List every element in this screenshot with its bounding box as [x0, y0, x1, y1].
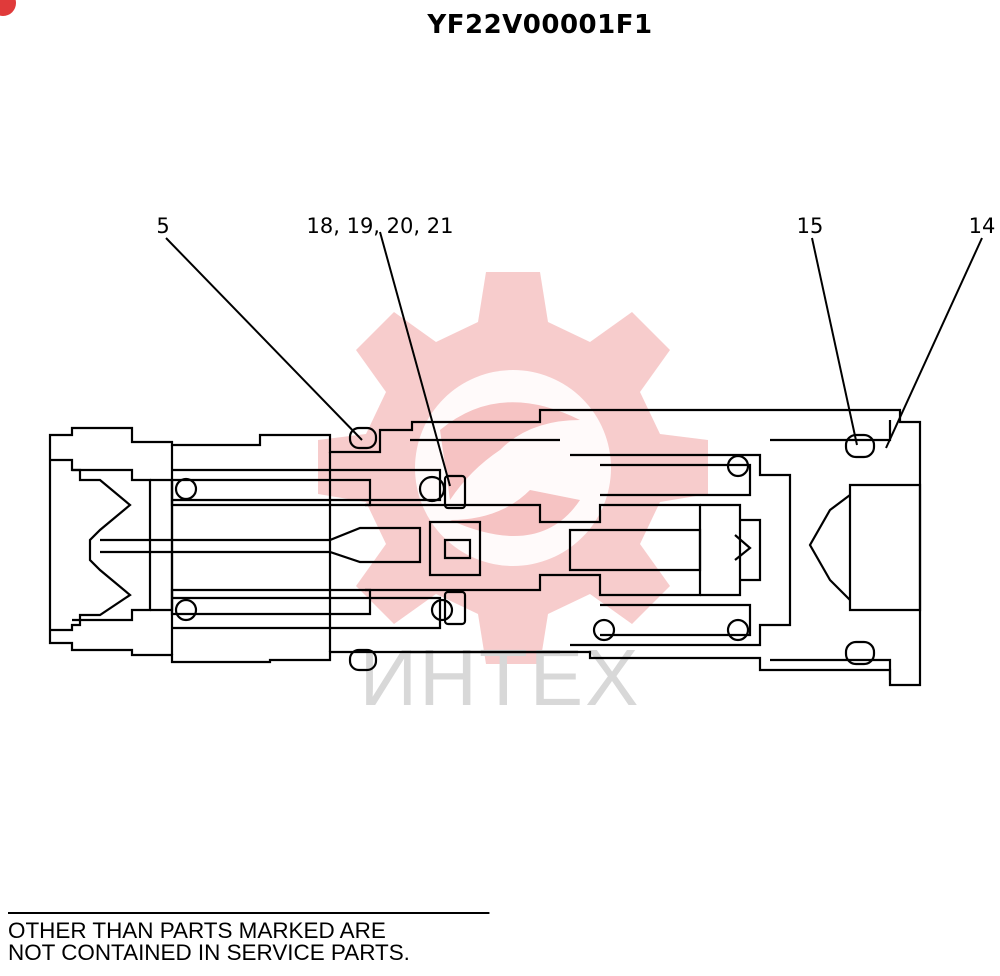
watermark-text: ИНТЕХ — [360, 633, 641, 722]
valve-outline — [48, 408, 922, 687]
corner-badge-icon — [0, 0, 16, 16]
callout-18-21: 18, 19, 20, 21 — [307, 214, 454, 238]
footer-line-2: NOT CONTAINED IN SERVICE PARTS. — [8, 940, 410, 965]
o-rings — [174, 426, 876, 672]
footer-line-1: OTHER THAN PARTS MARKED ARE — [8, 918, 386, 943]
callout-5: 5 — [156, 214, 169, 238]
leader-lines — [165, 231, 983, 487]
callout-15: 15 — [797, 214, 824, 238]
drawing-code: YF22V00001F1 — [427, 10, 653, 40]
callout-14: 14 — [969, 214, 996, 238]
footer-note: OTHER THAN PARTS MARKED ARE NOT CONTAINE… — [8, 912, 490, 965]
